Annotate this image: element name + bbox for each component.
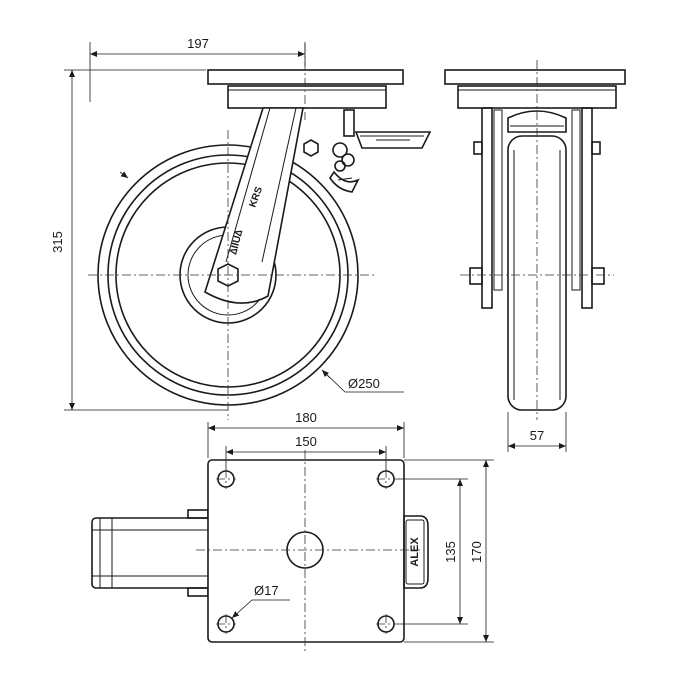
dim-plate-length: 180 [295, 410, 317, 425]
swivel-bearing [227, 85, 387, 109]
mounting-plate [207, 69, 404, 85]
brake-pedal [403, 515, 429, 589]
dim-wheel-width: 57 [530, 428, 544, 443]
front-view: KRS ∆IIU∆ 197 315 [50, 36, 432, 420]
brake-mechanism [329, 109, 432, 193]
dim-overall-height: 315 [50, 231, 65, 253]
dim-hole-spacing-short: 135 [443, 541, 458, 563]
side-view: 57 [444, 60, 626, 452]
brand-marking: ALEX [409, 537, 421, 567]
fork-leg [204, 107, 304, 304]
dim-bolt-hole-diameter: Ø17 [254, 583, 279, 598]
dim-hole-spacing-long: 150 [295, 434, 317, 449]
top-view: ALEX 180 150 135 170 Ø17 [91, 410, 494, 652]
dim-top-plate-width: 197 [187, 36, 209, 51]
dim-wheel-diameter: Ø250 [348, 376, 380, 391]
fork-bolt [303, 139, 319, 157]
mounting-plate-top [207, 459, 405, 643]
dim-plate-width: 170 [469, 541, 484, 563]
